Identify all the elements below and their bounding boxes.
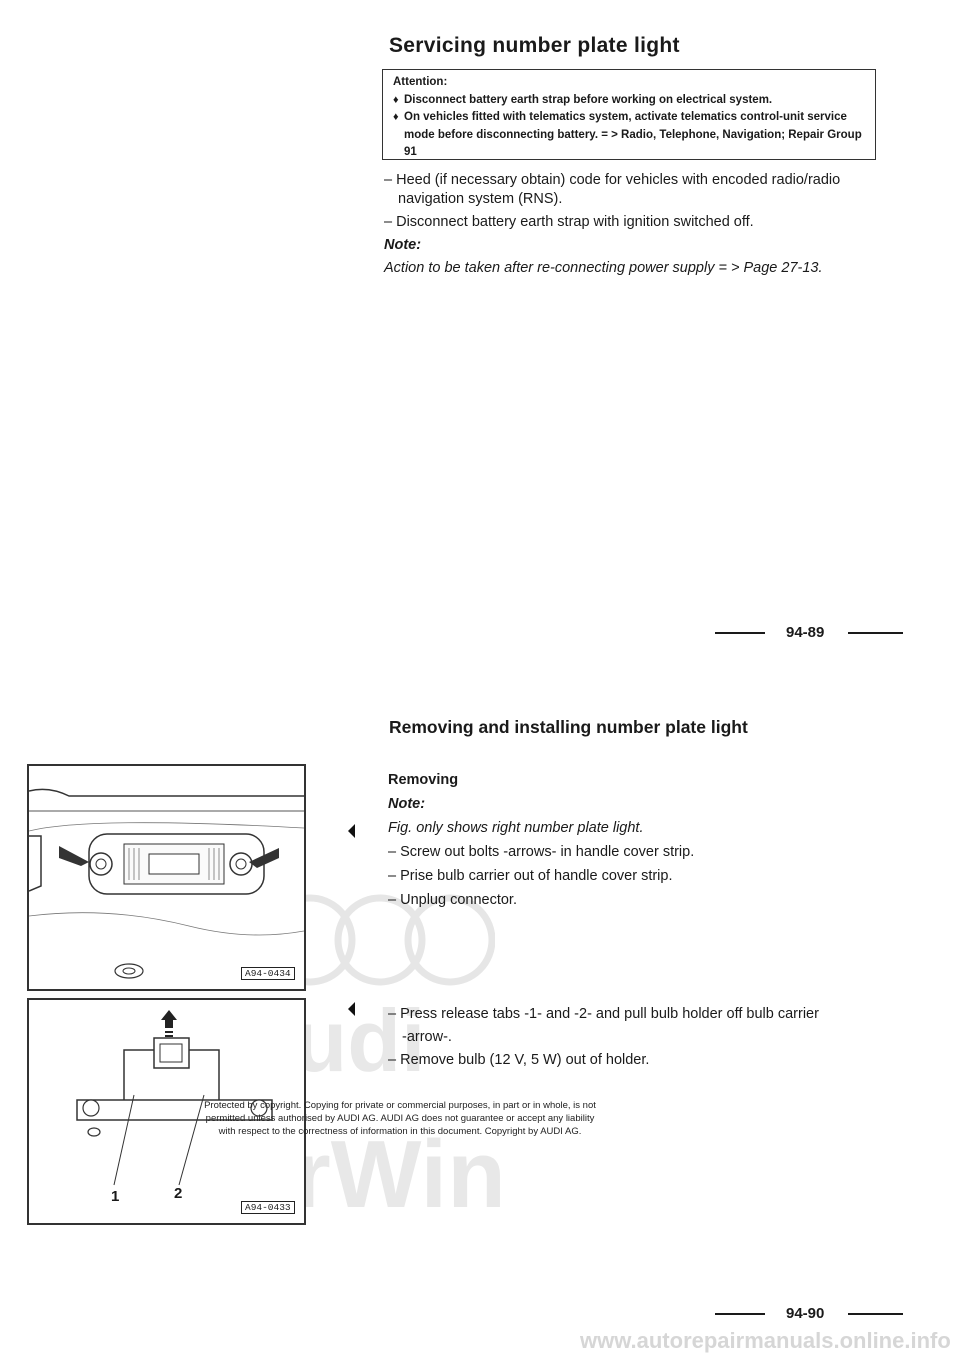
diamond-bullet-icon: ♦ <box>393 111 399 123</box>
section2-steps-b: – Press release tabs -1- and -2- and pul… <box>388 1005 870 1070</box>
section-title-removing-installing: Removing and installing number plate lig… <box>389 717 748 737</box>
step-item: – Prise bulb carrier out of handle cover… <box>388 868 673 884</box>
note-label: Note: <box>388 796 426 812</box>
step-continuation: -arrow-. <box>402 1029 452 1045</box>
step-item: – Disconnect battery earth strap with ig… <box>384 214 754 230</box>
figure-handle-cover-strip: A94-0434 <box>27 764 306 991</box>
attention-heading: Attention: <box>393 76 448 88</box>
callout-label-2: 2 <box>174 1185 183 1202</box>
step-item: – Remove bulb (12 V, 5 W) out of holder. <box>388 1052 650 1068</box>
bulb-holder-diagram <box>76 1010 273 1186</box>
section1-steps: – Heed (if necessary obtain) code for ve… <box>384 171 874 278</box>
attention-box: Attention: ♦Disconnect battery earth str… <box>382 69 876 160</box>
note-text: Fig. only shows right number plate light… <box>388 820 644 836</box>
note-text: Action to be taken after re-connecting p… <box>384 260 823 276</box>
figure-pointer-icon <box>348 1002 355 1016</box>
step-item: – Press release tabs -1- and -2- and pul… <box>388 1006 819 1022</box>
copyright-notice: Protected by copyright. Copying for priv… <box>204 1100 596 1137</box>
step-item: – Unplug connector. <box>388 892 517 908</box>
figure-code: A94-0434 <box>241 967 295 980</box>
note-label: Note: <box>384 237 422 253</box>
page-number: 94-89 <box>786 624 825 641</box>
page-rule-right <box>848 1313 903 1315</box>
figure-bulb-holder: 1 2 A94-0433 <box>27 998 306 1225</box>
page-number: 94-90 <box>786 1305 825 1322</box>
attention-bullet: ♦Disconnect battery earth strap before w… <box>393 92 869 110</box>
page-rule-right <box>848 632 903 634</box>
figure-pointer-icon <box>348 824 355 838</box>
site-watermark: www.autorepairmanuals.online.info <box>580 1328 951 1353</box>
page-rule-left <box>715 1313 765 1315</box>
section2-steps-a: Removing Note: Fig. only shows right num… <box>388 771 878 910</box>
page-rule-left <box>715 632 765 634</box>
bulb-carrier-diagram <box>29 788 304 979</box>
diamond-bullet-icon: ♦ <box>393 93 399 106</box>
callout-label-1: 1 <box>111 1188 120 1205</box>
figure-code: A94-0433 <box>241 1201 295 1214</box>
section-title-servicing: Servicing number plate light <box>389 34 680 57</box>
subheading-removing: Removing <box>388 772 459 788</box>
step-item: – Screw out bolts -arrows- in handle cov… <box>388 844 695 860</box>
step-item: – Heed (if necessary obtain) code for ve… <box>384 172 841 207</box>
attention-bullet: ♦On vehicles fitted with telematics syst… <box>393 111 862 158</box>
